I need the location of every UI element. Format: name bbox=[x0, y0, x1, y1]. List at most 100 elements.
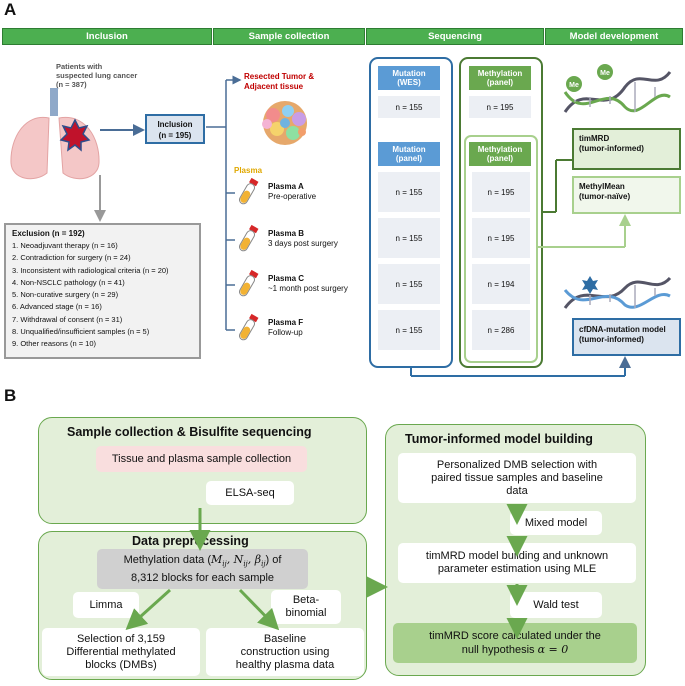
model-methylmean: MethylMean(tumor-naïve) bbox=[572, 176, 681, 214]
model-cfdna-mutation: cfDNA-mutation model(tumor-informed) bbox=[572, 318, 681, 356]
patients-line1: Patients with bbox=[56, 62, 103, 71]
tissue-cluster-illustration bbox=[262, 101, 307, 145]
model-timmrd-name: timMRD bbox=[579, 134, 610, 143]
mutation-panel-count: n = 155 bbox=[378, 264, 440, 304]
methylation-data-box: Methylation data (Mij, Nij, βij) of 8,31… bbox=[97, 549, 308, 589]
methylation-top-count: n = 195 bbox=[469, 96, 531, 118]
header-inclusion: Inclusion bbox=[2, 28, 212, 45]
patients-count: (n = 387) bbox=[56, 80, 87, 89]
tim-line2: parameter estimation using MLE bbox=[437, 563, 597, 575]
exclusion-item: 9. Other reasons (n = 10) bbox=[12, 339, 97, 349]
elsa-seq-label: ELSA-seq bbox=[206, 481, 294, 505]
model-methylmean-type: (tumor-naïve) bbox=[579, 192, 631, 201]
meth-data-blocks: 8,312 blocks for each sample bbox=[130, 571, 275, 584]
model-timmrd-type: (tumor-informed) bbox=[579, 144, 644, 153]
base-line3: healthy plasma data bbox=[235, 658, 335, 671]
exclusion-item: 4. Non-NSCLC pathology (n = 41) bbox=[12, 277, 125, 287]
panel-a-connectors bbox=[94, 57, 631, 377]
exclusion-item: 1. Neoadjuvant therapy (n = 16) bbox=[12, 241, 118, 250]
plasma-name: Plasma C bbox=[268, 274, 305, 283]
methylation-top-line2: (panel) bbox=[486, 78, 514, 87]
methylation-top-line1: Methylation bbox=[477, 69, 523, 78]
methylation-panel-line1: Methylation bbox=[477, 145, 523, 154]
model-cfdna-name: cfDNA-mutation model bbox=[579, 325, 666, 334]
pers-line3: data bbox=[506, 484, 528, 497]
tissue-plasma-collection: Tissue and plasma sample collection bbox=[96, 446, 307, 472]
model-cfdna-type: (tumor-informed) bbox=[579, 335, 644, 344]
panel-b-label: B bbox=[4, 386, 17, 405]
mutation-wes-header: Mutation(WES) bbox=[378, 66, 440, 90]
inclusion-box: Inclusion (n = 195) bbox=[145, 114, 205, 144]
pers-line1: Personalized DMB selection with bbox=[436, 458, 598, 471]
exclusion-title: Exclusion (n = 192) bbox=[12, 229, 85, 238]
plasma-desc: 3 days post surgery bbox=[268, 239, 338, 248]
patients-text: Patients with suspected lung cancer (n =… bbox=[56, 62, 137, 89]
plasma-name: Plasma B bbox=[268, 229, 305, 238]
mutation-star-icon bbox=[582, 276, 598, 294]
exclusion-item: 7. Withdrawal of consent (n = 31) bbox=[12, 314, 123, 324]
plasma-tube-icon bbox=[239, 224, 259, 252]
meth-data-of: of bbox=[272, 554, 282, 567]
tissue-line1: Resected Tumor & bbox=[244, 72, 315, 81]
pers-line2: paired tissue samples and baseline bbox=[431, 471, 603, 484]
methylation-top-header: Methylation(panel) bbox=[469, 66, 531, 90]
mutated-dna-icon bbox=[563, 276, 672, 309]
beta-binomial-label: Beta-binomial bbox=[271, 590, 341, 624]
score-line2: null hypothesis bbox=[461, 643, 535, 656]
me-badge-2: Me bbox=[600, 70, 610, 77]
header-sample-collection: Sample collection bbox=[213, 28, 365, 45]
header-sequencing: Sequencing bbox=[366, 28, 544, 45]
model-timmrd: timMRD(tumor-informed) bbox=[572, 128, 681, 170]
exclusion-list: 1. Neoadjuvant therapy (n = 16)2. Contra… bbox=[12, 240, 193, 351]
header-model-development: Model development bbox=[545, 28, 683, 45]
methylation-panel-header: Methylation(panel) bbox=[469, 142, 531, 166]
plasma-desc: ~1 month post surgery bbox=[268, 284, 348, 293]
mutation-wes-line2: (WES) bbox=[397, 78, 421, 87]
beta-line1: Beta- bbox=[292, 594, 320, 606]
meth-data-prefix: Methylation data ( bbox=[123, 554, 211, 567]
exclusion-box: Exclusion (n = 192) 1. Neoadjuvant thera… bbox=[4, 223, 201, 359]
plasma-heading: Plasma bbox=[234, 166, 263, 175]
plasma-name: Plasma A bbox=[268, 182, 304, 191]
methylation-panel-count: n = 195 bbox=[472, 172, 530, 212]
tumor-icon bbox=[59, 118, 91, 152]
plasma-tube-icon bbox=[239, 313, 259, 341]
mutation-panel-line2: (panel) bbox=[395, 154, 423, 163]
inclusion-label: Inclusion bbox=[157, 120, 193, 129]
tissue-label: Resected Tumor & Adjacent tissue bbox=[244, 72, 314, 92]
exclusion-item: 6. Advanced stage (n = 16) bbox=[12, 302, 102, 312]
plasma-name: Plasma F bbox=[268, 318, 304, 327]
plasma-tube-icon bbox=[239, 269, 259, 297]
exclusion-item: 5. Non-curative surgery (n = 29) bbox=[12, 290, 119, 300]
patients-line2: suspected lung cancer bbox=[56, 71, 138, 80]
mutation-wes-count: n = 155 bbox=[378, 96, 440, 118]
exclusion-item: 8. Unqualified/insufficient samples (n =… bbox=[12, 327, 150, 337]
dmb-line3: blocks (DMBs) bbox=[85, 658, 157, 671]
base-line1: Baseline bbox=[263, 632, 307, 645]
mutation-wes-line1: Mutation bbox=[392, 69, 426, 78]
plasma-desc: Pre-operative bbox=[268, 192, 317, 201]
mutation-panel-count: n = 155 bbox=[378, 310, 440, 350]
model-building-title: Tumor-informed model building bbox=[405, 432, 593, 446]
trachea bbox=[50, 88, 58, 116]
inclusion-count: (n = 195) bbox=[158, 131, 192, 140]
exclusion-item: 3. Inconsistent with radiological criter… bbox=[12, 265, 169, 275]
dmb-line1: Selection of 3,159 bbox=[76, 632, 166, 645]
me-badge-1: Me bbox=[569, 82, 579, 89]
plasma-desc: Follow-up bbox=[268, 328, 303, 337]
lungs-illustration bbox=[10, 88, 100, 180]
tissue-line2: Adjacent tissue bbox=[244, 82, 304, 91]
mutation-panel-header: Mutation(panel) bbox=[378, 142, 440, 166]
beta-line2: binomial bbox=[285, 607, 327, 619]
methylation-panel-line2: (panel) bbox=[486, 154, 514, 163]
plasma-label-2: Plasma C~1 month post surgery bbox=[268, 274, 348, 294]
methylated-dna-icon: Me Me bbox=[563, 64, 672, 113]
mutation-panel-count: n = 155 bbox=[378, 218, 440, 258]
